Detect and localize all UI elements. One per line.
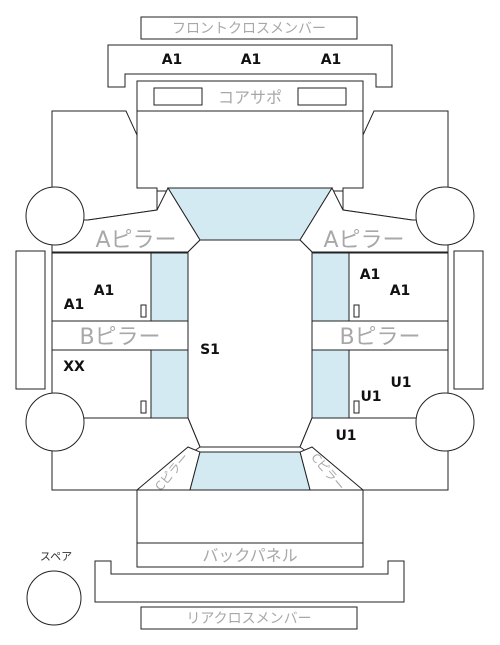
rear-cross-member-box[interactable] [140,606,358,630]
b-pillar-right[interactable] [311,320,449,351]
trunk-lid[interactable] [136,489,364,544]
side-sill-right[interactable] [453,250,484,390]
front-cross-member-box[interactable] [140,16,358,40]
front-door-right-code-b: A1 [390,283,411,299]
front-door-right[interactable] [348,252,449,322]
spare-tire[interactable] [26,570,82,626]
door-handle-front-right [353,304,360,318]
front-cross-member-label: フロントクロスメンバー [172,21,326,37]
rear-door-right-code-b: U1 [360,389,381,405]
door-handle-rear-right [353,400,360,414]
headlight-right[interactable] [297,87,347,106]
rear-door-right-code-a: U1 [390,375,411,391]
a-pillar-right-label: Aピラー [323,228,404,253]
rear-bumper[interactable] [94,560,405,603]
b-pillar-left[interactable] [51,320,189,351]
window-front-right[interactable] [311,252,350,322]
a-pillar-left-label: Aピラー [95,228,176,253]
roof-code: S1 [200,342,220,358]
side-sill-left[interactable] [15,250,46,390]
rear-cross-member-label: リアクロスメンバー [186,611,311,627]
wheel-front-right[interactable] [415,186,475,246]
wheel-rear-right[interactable] [415,392,475,452]
rear-door-left-code: XX [63,359,85,375]
wheel-rear-left[interactable] [25,392,85,452]
spare-label: スペア [40,550,72,563]
front-code-3: A1 [321,52,342,68]
front-door-left-code-b: A1 [64,297,85,313]
b-pillar-right-label: Bピラー [339,325,420,350]
front-bumper[interactable] [107,44,393,88]
window-front-left[interactable] [150,252,189,322]
front-code-1: A1 [162,52,183,68]
window-rear-right[interactable] [311,349,350,419]
rear-window[interactable] [189,451,311,491]
front-code-2: A1 [241,52,262,68]
wheel-front-left[interactable] [25,186,85,246]
b-pillar-left-label: Bピラー [79,325,160,350]
back-panel[interactable] [136,542,364,568]
window-rear-left[interactable] [150,349,189,419]
rear-quarter-right-code: U1 [335,428,356,444]
door-handle-rear-left [140,400,147,414]
front-door-right-code-a: A1 [360,267,381,283]
door-handle-front-left [140,304,147,318]
front-door-left-code-a: A1 [94,283,115,299]
hood[interactable] [136,110,364,192]
headlight-left[interactable] [153,87,203,106]
core-support-label: コアサポ [218,88,282,107]
back-panel-label: バックパネル [202,546,297,565]
